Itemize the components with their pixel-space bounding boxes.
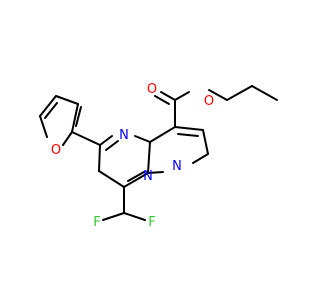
bond xyxy=(160,91,176,101)
bond xyxy=(149,126,176,143)
bond xyxy=(174,126,204,131)
bond xyxy=(174,91,190,101)
bond xyxy=(62,131,73,146)
bond xyxy=(102,212,125,221)
oxygen-atom: O xyxy=(51,143,61,158)
bond xyxy=(123,172,149,188)
oxygen-atom: O xyxy=(147,82,157,97)
nitrogen-atom: N xyxy=(119,128,129,143)
bond xyxy=(105,140,119,151)
bond xyxy=(55,95,79,105)
bond xyxy=(71,103,79,133)
fluorine-atom: F xyxy=(148,215,155,230)
nitrogen-atom: N xyxy=(172,159,182,174)
bond xyxy=(123,212,146,221)
bond xyxy=(75,106,82,127)
bond xyxy=(192,153,209,164)
molecule-structure: O O N N N O F F xyxy=(39,82,278,230)
bond xyxy=(177,133,199,137)
bond xyxy=(98,170,125,188)
oxygen-atom: O xyxy=(204,94,214,109)
bond xyxy=(44,102,58,119)
bond xyxy=(39,95,57,117)
bond xyxy=(154,95,170,105)
molecule-canvas: O O N N N O F F xyxy=(39,82,278,230)
bond-layer xyxy=(39,85,278,221)
bond xyxy=(134,135,151,143)
bond xyxy=(202,129,209,155)
bond xyxy=(251,85,278,101)
bond xyxy=(71,131,101,146)
bond xyxy=(39,115,48,138)
bond xyxy=(226,85,253,101)
bond xyxy=(208,89,228,101)
bond xyxy=(127,171,145,182)
nitrogen-atom: N xyxy=(143,169,153,184)
bond xyxy=(147,171,164,174)
fluorine-atom: F xyxy=(93,215,100,230)
bond xyxy=(99,135,113,146)
bond xyxy=(98,144,101,172)
atom-labels: O O N N N O F F xyxy=(51,82,214,230)
bond xyxy=(147,141,151,174)
